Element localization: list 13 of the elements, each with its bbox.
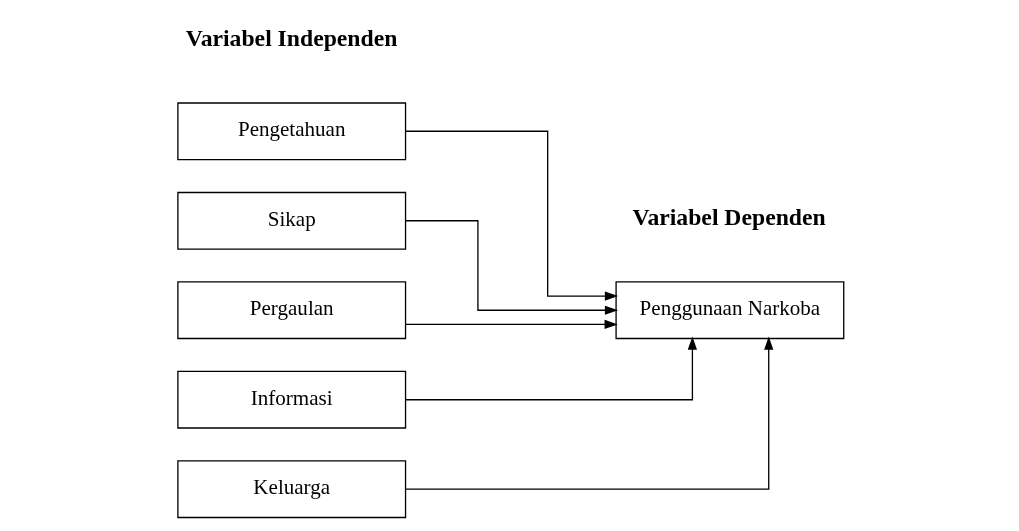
arrow — [405, 336, 697, 401]
label: Variabel Dependen — [632, 204, 826, 231]
node-box: Pergaulan — [177, 281, 407, 340]
arrow — [405, 220, 619, 315]
node-box: Informasi — [177, 370, 407, 429]
arrow — [405, 336, 774, 490]
node-box: Keluarga — [177, 460, 407, 519]
node-box: Pengetahuan — [177, 102, 407, 161]
node-box: Sikap — [177, 191, 407, 250]
label: Variabel Independen — [185, 25, 398, 52]
node-box: Penggunaan Narkoba — [615, 281, 845, 340]
arrow — [405, 130, 619, 301]
arrow — [405, 319, 618, 329]
